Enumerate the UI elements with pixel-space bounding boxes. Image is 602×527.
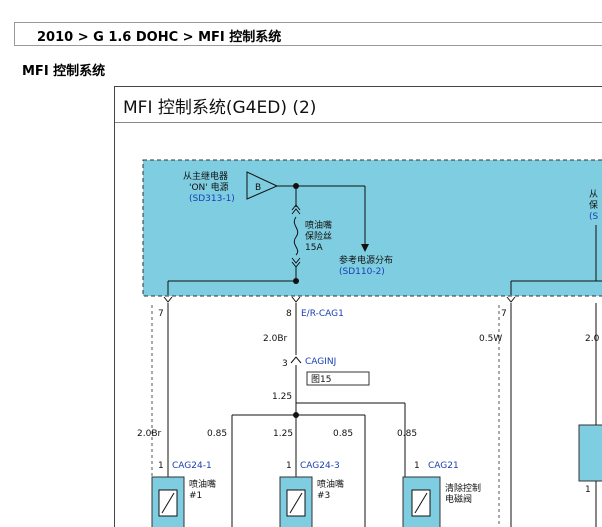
wire-label-1-25-b: 1.25 [273,429,293,439]
component-2-label-2: #3 [317,491,330,501]
right-source-label-1: 从 [589,189,598,200]
wire-label-0-85-d: 0.85 [397,429,417,439]
power-distribution-box [142,159,602,297]
connector-chevron-icon [291,296,301,303]
wiring-schematic: 从主继电器 'ON' 电源 (SD313-1) B 喷油嘴 保险丝 15A 参考… [137,159,602,527]
component-3-pin: 1 [414,461,420,471]
connector-chevron-icon [290,356,302,364]
fuse-symbol [293,216,299,256]
figure-ref-box[interactable] [306,371,370,386]
component-3-connector[interactable]: CAG21 [428,461,459,471]
wire-label-1-25-trunk: 1.25 [272,392,292,402]
wire-label-2-0br-top: 2.0Br [263,334,287,344]
reference-ref[interactable]: (SD110-2) [339,267,385,277]
right-component-body[interactable] [578,424,602,482]
breadcrumb[interactable]: 2010 > G 1.6 DOHC > MFI 控制系统 [37,30,282,45]
component-1-label-1: 喷油嘴 [189,478,216,490]
wire-label-0-85-c: 0.85 [333,429,353,439]
cag-pin-3: 3 [282,359,288,369]
diagram-header: MFI 控制系统(G4ED) (2) [115,87,602,123]
connector-chevron-icon [163,296,173,303]
terminal-b-symbol [246,171,279,200]
section-title: MFI 控制系统 [22,64,106,79]
wire-label-0-85-a: 0.85 [207,429,227,439]
pin-8: 8 [286,309,292,319]
injector-3-coil-slash [289,492,303,514]
connector-chevron-icon [291,204,301,215]
component-2-label-1: 喷油嘴 [317,478,344,490]
component-3-label-2: 电磁阀 [445,493,472,505]
reference-arrow [361,244,369,252]
fuse-label-2: 保险丝 [305,230,332,242]
connector-er-cag1[interactable]: E/R-CAG1 [301,309,344,319]
reference-label: 参考电源分布 [339,254,393,266]
diagram-title: MFI 控制系统(G4ED) (2) [123,98,317,118]
fuse-rating: 15A [305,243,323,253]
pin-7-right: 7 [501,309,507,319]
power-source-ref[interactable]: (SD313-1) [189,194,235,204]
component-3-label-1: 清除控制 [445,482,481,494]
component-1-label-2: #1 [189,491,202,501]
splice-dot [293,278,299,284]
connector-caginj[interactable]: CAGINJ [305,357,336,367]
wire-label-2-0-right: 2.0 [585,334,600,344]
wire-label-0-5w: 0.5W [479,334,502,344]
wire-label-2-0br-left: 2.0Br [137,429,161,439]
component-1-pin: 1 [158,461,164,471]
pin-7-left: 7 [158,309,164,319]
figure-ref[interactable]: 图15 [311,374,331,385]
power-source-label-1: 从主继电器 [183,170,228,182]
injector-1-body[interactable] [151,476,185,527]
power-source-label-2: 'ON' 电源 [189,181,229,193]
terminal-b-label: B [255,183,261,193]
purge-valve-coil-slash [414,492,428,514]
right-component-pin: 1 [585,485,591,495]
right-source-ref[interactable]: (S [589,212,599,222]
component-2-connector[interactable]: CAG24-3 [300,461,340,471]
diagram-frame: MFI 控制系统(G4ED) (2) 从主继电器 'ON' 电源 (SD313-… [114,86,602,527]
connector-chevron-icon [506,296,516,303]
breadcrumb-bar: 2010 > G 1.6 DOHC > MFI 控制系统 [14,22,602,46]
fuse-label-1: 喷油嘴 [305,219,332,231]
injector-1-coil-slash [161,492,175,514]
component-1-connector[interactable]: CAG24-1 [172,461,212,471]
component-2-pin: 1 [286,461,292,471]
right-source-label-2: 保 [589,199,598,211]
